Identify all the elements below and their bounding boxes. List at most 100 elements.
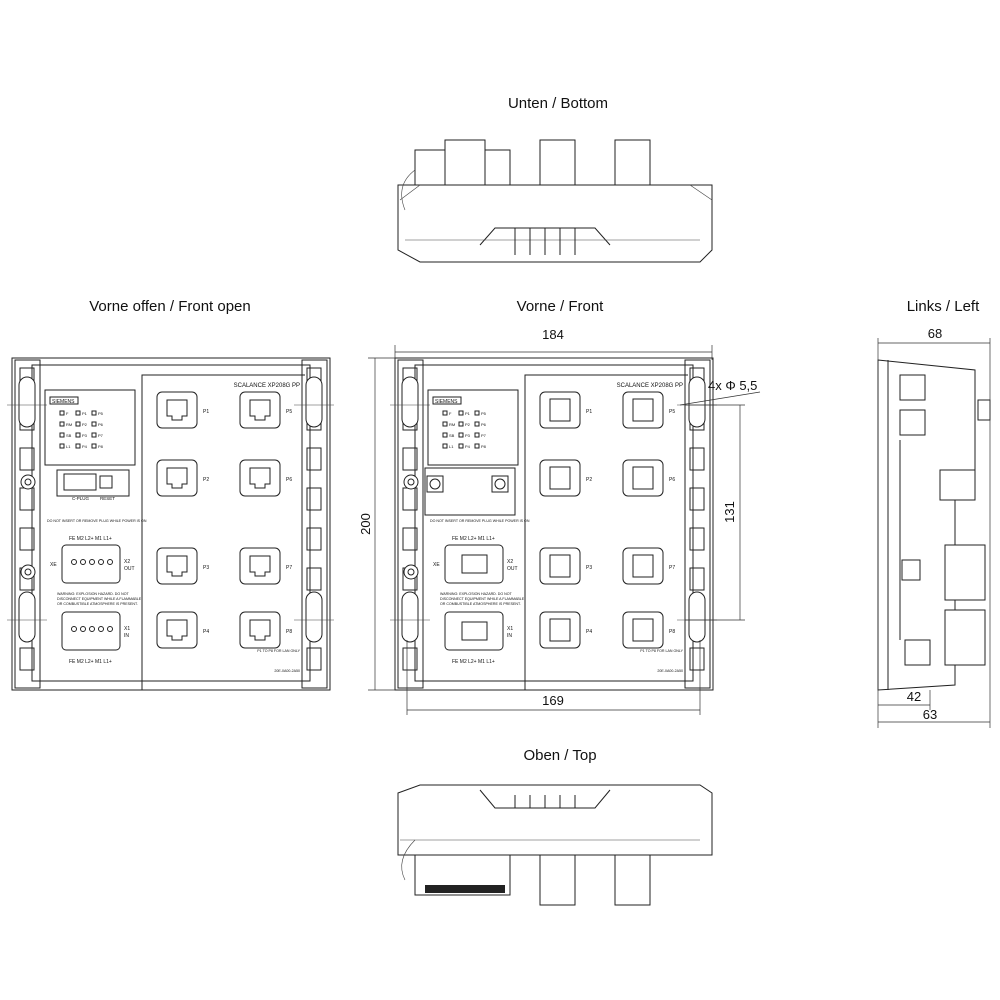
cplug-connector: [63, 473, 97, 491]
view-title-top: Oben / Top: [523, 747, 596, 764]
led-icon: [474, 432, 480, 438]
dim-height: 200: [358, 513, 373, 535]
led-icon: [442, 432, 448, 438]
view-title-bottom: Unten / Bottom: [508, 95, 608, 112]
port-label: P2: [203, 477, 209, 483]
pin-icon: [89, 559, 95, 565]
pin-icon: [71, 626, 77, 632]
order-number: 20E-0A00-2A50: [274, 669, 300, 673]
led-panel: [427, 389, 519, 466]
led-icon: [474, 443, 480, 449]
led-label: P6: [98, 422, 104, 427]
rail-clip: [306, 567, 322, 591]
rail-clip: [689, 527, 705, 551]
connector-label: X2: [507, 559, 513, 565]
led-icon: [59, 443, 65, 449]
cover-screw-icon: [494, 478, 506, 490]
led-icon: [75, 421, 81, 427]
pin-icon: [71, 559, 77, 565]
side-rail: [397, 359, 424, 689]
led-label: P3: [465, 433, 471, 438]
rj45-icon: [249, 467, 271, 489]
mounting-hole-icon: [18, 376, 36, 428]
explosion-warning: OR COMBUSTIBLE ATMOSPHERE IS PRESENT.: [440, 602, 521, 606]
rj45-icon: [166, 399, 188, 421]
connector-label: X1: [507, 626, 513, 632]
rj45-port: [539, 391, 581, 429]
pin-icon: [80, 626, 86, 632]
reset-button: [99, 475, 113, 489]
ground-screw-icon: [403, 564, 419, 580]
side-rail: [14, 359, 41, 689]
reset-label: RESET: [100, 496, 115, 501]
ground-screw-icon: [20, 564, 36, 580]
bottom-view: [397, 139, 713, 263]
xe-label: XE: [50, 562, 57, 568]
led-label: P6: [481, 422, 487, 427]
ground-screw-icon: [24, 568, 32, 576]
led-icon: [458, 410, 464, 416]
port-label: P3: [586, 565, 592, 571]
lan-note: P1 TO P8 FOR LAN ONLY: [640, 649, 683, 653]
pin-icon: [98, 626, 104, 632]
side-rail: [301, 359, 328, 689]
led-label: P5: [481, 411, 487, 416]
led-icon: [59, 421, 65, 427]
label-plate: [141, 374, 305, 690]
power-connector: [61, 544, 121, 584]
ground-screw-icon: [403, 474, 419, 490]
led-icon: [75, 443, 81, 449]
explosion-warning: WARNING: EXPLOSION HAZARD. DO NOT: [440, 592, 513, 596]
rj45-port: [239, 459, 281, 497]
rj45-icon: [249, 555, 271, 577]
left-view: [877, 359, 991, 691]
mounting-hole-icon: [305, 376, 323, 428]
side-rail: [684, 359, 711, 689]
model-label: SCALANCE XP208G PP: [234, 383, 300, 389]
ground-screw-icon: [407, 568, 415, 576]
rj45-port: [156, 547, 198, 585]
led-icon: [91, 421, 97, 427]
port-label: P3: [203, 565, 209, 571]
mounting-hole-icon: [18, 591, 36, 643]
port-cap: [549, 466, 571, 490]
led-icon: [474, 421, 480, 427]
led-label: P8: [98, 444, 104, 449]
connector-label: X2: [124, 559, 130, 565]
plug-warning: DO NOT INSERT OR REMOVE PLUG WHILE POWER…: [430, 519, 530, 523]
cplug-slot: [56, 469, 130, 497]
rail-clip: [19, 647, 35, 671]
led-label: P3: [82, 433, 88, 438]
led-icon: [458, 443, 464, 449]
rj45-port: [156, 459, 198, 497]
lan-note: P1 TO P8 FOR LAN ONLY: [257, 649, 300, 653]
rail-clip: [402, 647, 418, 671]
power-connector: [444, 544, 504, 584]
led-icon: [75, 432, 81, 438]
led-label: P4: [465, 444, 471, 449]
dim-hole-spacing-y: 131: [722, 501, 737, 523]
housing: [11, 357, 331, 691]
port-label: P8: [286, 629, 292, 635]
order-number: 20E-0A00-2A50: [657, 669, 683, 673]
port-label: P1: [203, 409, 209, 415]
led-label: P5: [98, 411, 104, 416]
led-icon: [59, 410, 65, 416]
rail-clip: [689, 567, 705, 591]
port-label: P1: [586, 409, 592, 415]
led-label: P7: [481, 433, 487, 438]
led-label: P7: [98, 433, 104, 438]
front-view: SCALANCE XP208G PPSIEMENSFRMSBL1P1P2P3P4…: [390, 357, 717, 691]
rj45-port: [622, 547, 664, 585]
led-icon: [91, 443, 97, 449]
led-icon: [458, 432, 464, 438]
dim-hole-spacing-x: 169: [542, 693, 564, 708]
connector-sub-label: IN: [124, 633, 129, 639]
rail-clip: [402, 527, 418, 551]
explosion-warning: WARNING: EXPLOSION HAZARD. DO NOT: [57, 592, 130, 596]
connector-cap: [461, 554, 488, 574]
view-title-front: Vorne / Front: [517, 298, 605, 315]
explosion-warning: DISCONNECT EQUIPMENT WHILE A FLAMMABLE: [440, 597, 525, 601]
mounting-hole-icon: [305, 591, 323, 643]
